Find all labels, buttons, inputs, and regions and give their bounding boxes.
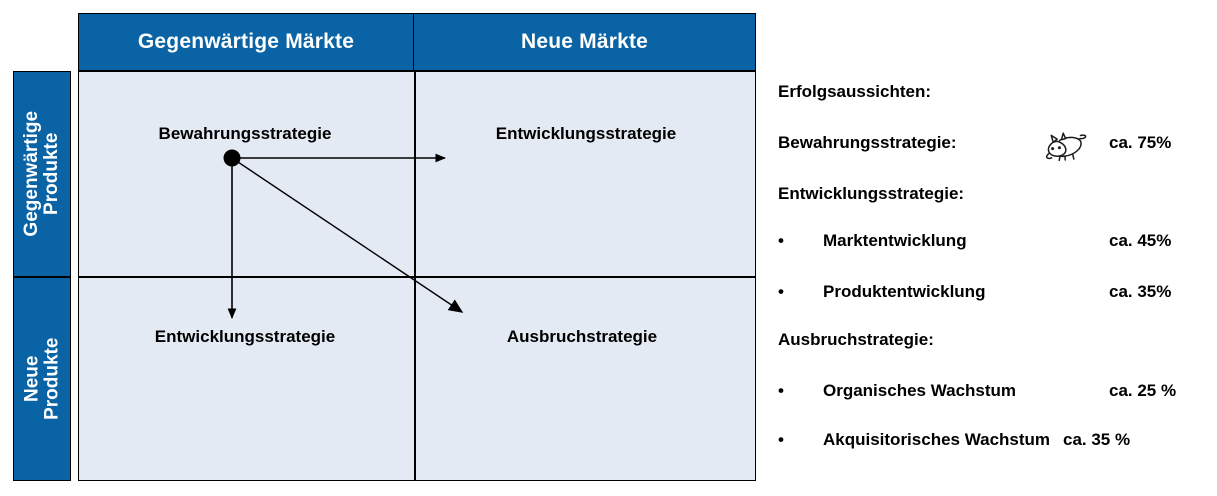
legend-label-bewahrungsstrategie: Bewahrungsstrategie: bbox=[778, 133, 957, 152]
column-header-new-markets: Neue Märkte bbox=[413, 13, 756, 71]
legend-title: Erfolgsaussichten: bbox=[778, 82, 932, 101]
row-header-new-products-line2: Produkte bbox=[41, 337, 63, 421]
cell-label-entwicklungsstrategie-markets: Entwicklungsstrategie bbox=[495, 124, 677, 143]
grid-divider-horizontal bbox=[79, 276, 755, 278]
row-header-current-products: Gegenwärtige Produkte bbox=[13, 71, 71, 277]
legend-value-marktentwicklung: ca. 45% bbox=[1109, 231, 1172, 250]
legend-heading-entwicklungsstrategie: Entwicklungsstrategie: bbox=[778, 184, 965, 203]
bullet-icon: • bbox=[778, 231, 784, 250]
ansoff-matrix: Gegenwärtige Märkte Neue Märkte Gegenwär… bbox=[13, 13, 756, 481]
cell-label-entwicklungsstrategie-products: Entwicklungsstrategie bbox=[154, 327, 336, 346]
erfolgsaussichten-panel: Erfolgsaussichten: Bewahrungsstrategie: … bbox=[770, 0, 1217, 496]
row-header-current-products-line1: Gegenwärtige bbox=[21, 111, 43, 237]
row-header-new-products-line1: Neue bbox=[21, 355, 43, 403]
legend-value-akquisitorisches-wachstum: ca. 35 % bbox=[1063, 430, 1131, 449]
legend-label-marktentwicklung: Marktentwicklung bbox=[823, 231, 967, 250]
cat-icon bbox=[1045, 132, 1087, 162]
legend-value-organisches-wachstum: ca. 25 % bbox=[1109, 381, 1177, 400]
bullet-icon: • bbox=[778, 282, 784, 301]
legend-label-organisches-wachstum: Organisches Wachstum bbox=[823, 381, 1017, 400]
legend-heading-ausbruchstrategie: Ausbruchstrategie: bbox=[778, 330, 934, 349]
legend-label-produktentwicklung: Produktentwicklung bbox=[823, 282, 986, 301]
row-header-new-products-rotated: Neue Produkte bbox=[21, 337, 63, 421]
column-header-current-markets: Gegenwärtige Märkte bbox=[78, 13, 414, 71]
column-header-new-markets-label: Neue Märkte bbox=[520, 30, 649, 53]
cell-label-ausbruchstrategie: Ausbruchstrategie bbox=[506, 327, 658, 346]
row-header-current-products-rotated: Gegenwärtige Produkte bbox=[21, 111, 62, 237]
legend-label-akquisitorisches-wachstum: Akquisitorisches Wachstum bbox=[823, 430, 1051, 449]
cell-label-bewahrungsstrategie: Bewahrungsstrategie bbox=[158, 124, 332, 143]
row-header-new-products: Neue Produkte bbox=[13, 277, 71, 481]
legend-row-bewahrungsstrategie: Bewahrungsstrategie: ca. 75% bbox=[778, 132, 1217, 162]
bullet-icon: • bbox=[778, 430, 784, 449]
legend-value-produktentwicklung: ca. 35% bbox=[1109, 282, 1172, 301]
bullet-icon: • bbox=[778, 381, 784, 400]
row-header-current-products-line2: Produkte bbox=[41, 132, 62, 216]
legend-value-bewahrungsstrategie: ca. 75% bbox=[1109, 133, 1172, 152]
column-header-current-markets-label: Gegenwärtige Märkte bbox=[137, 30, 355, 53]
